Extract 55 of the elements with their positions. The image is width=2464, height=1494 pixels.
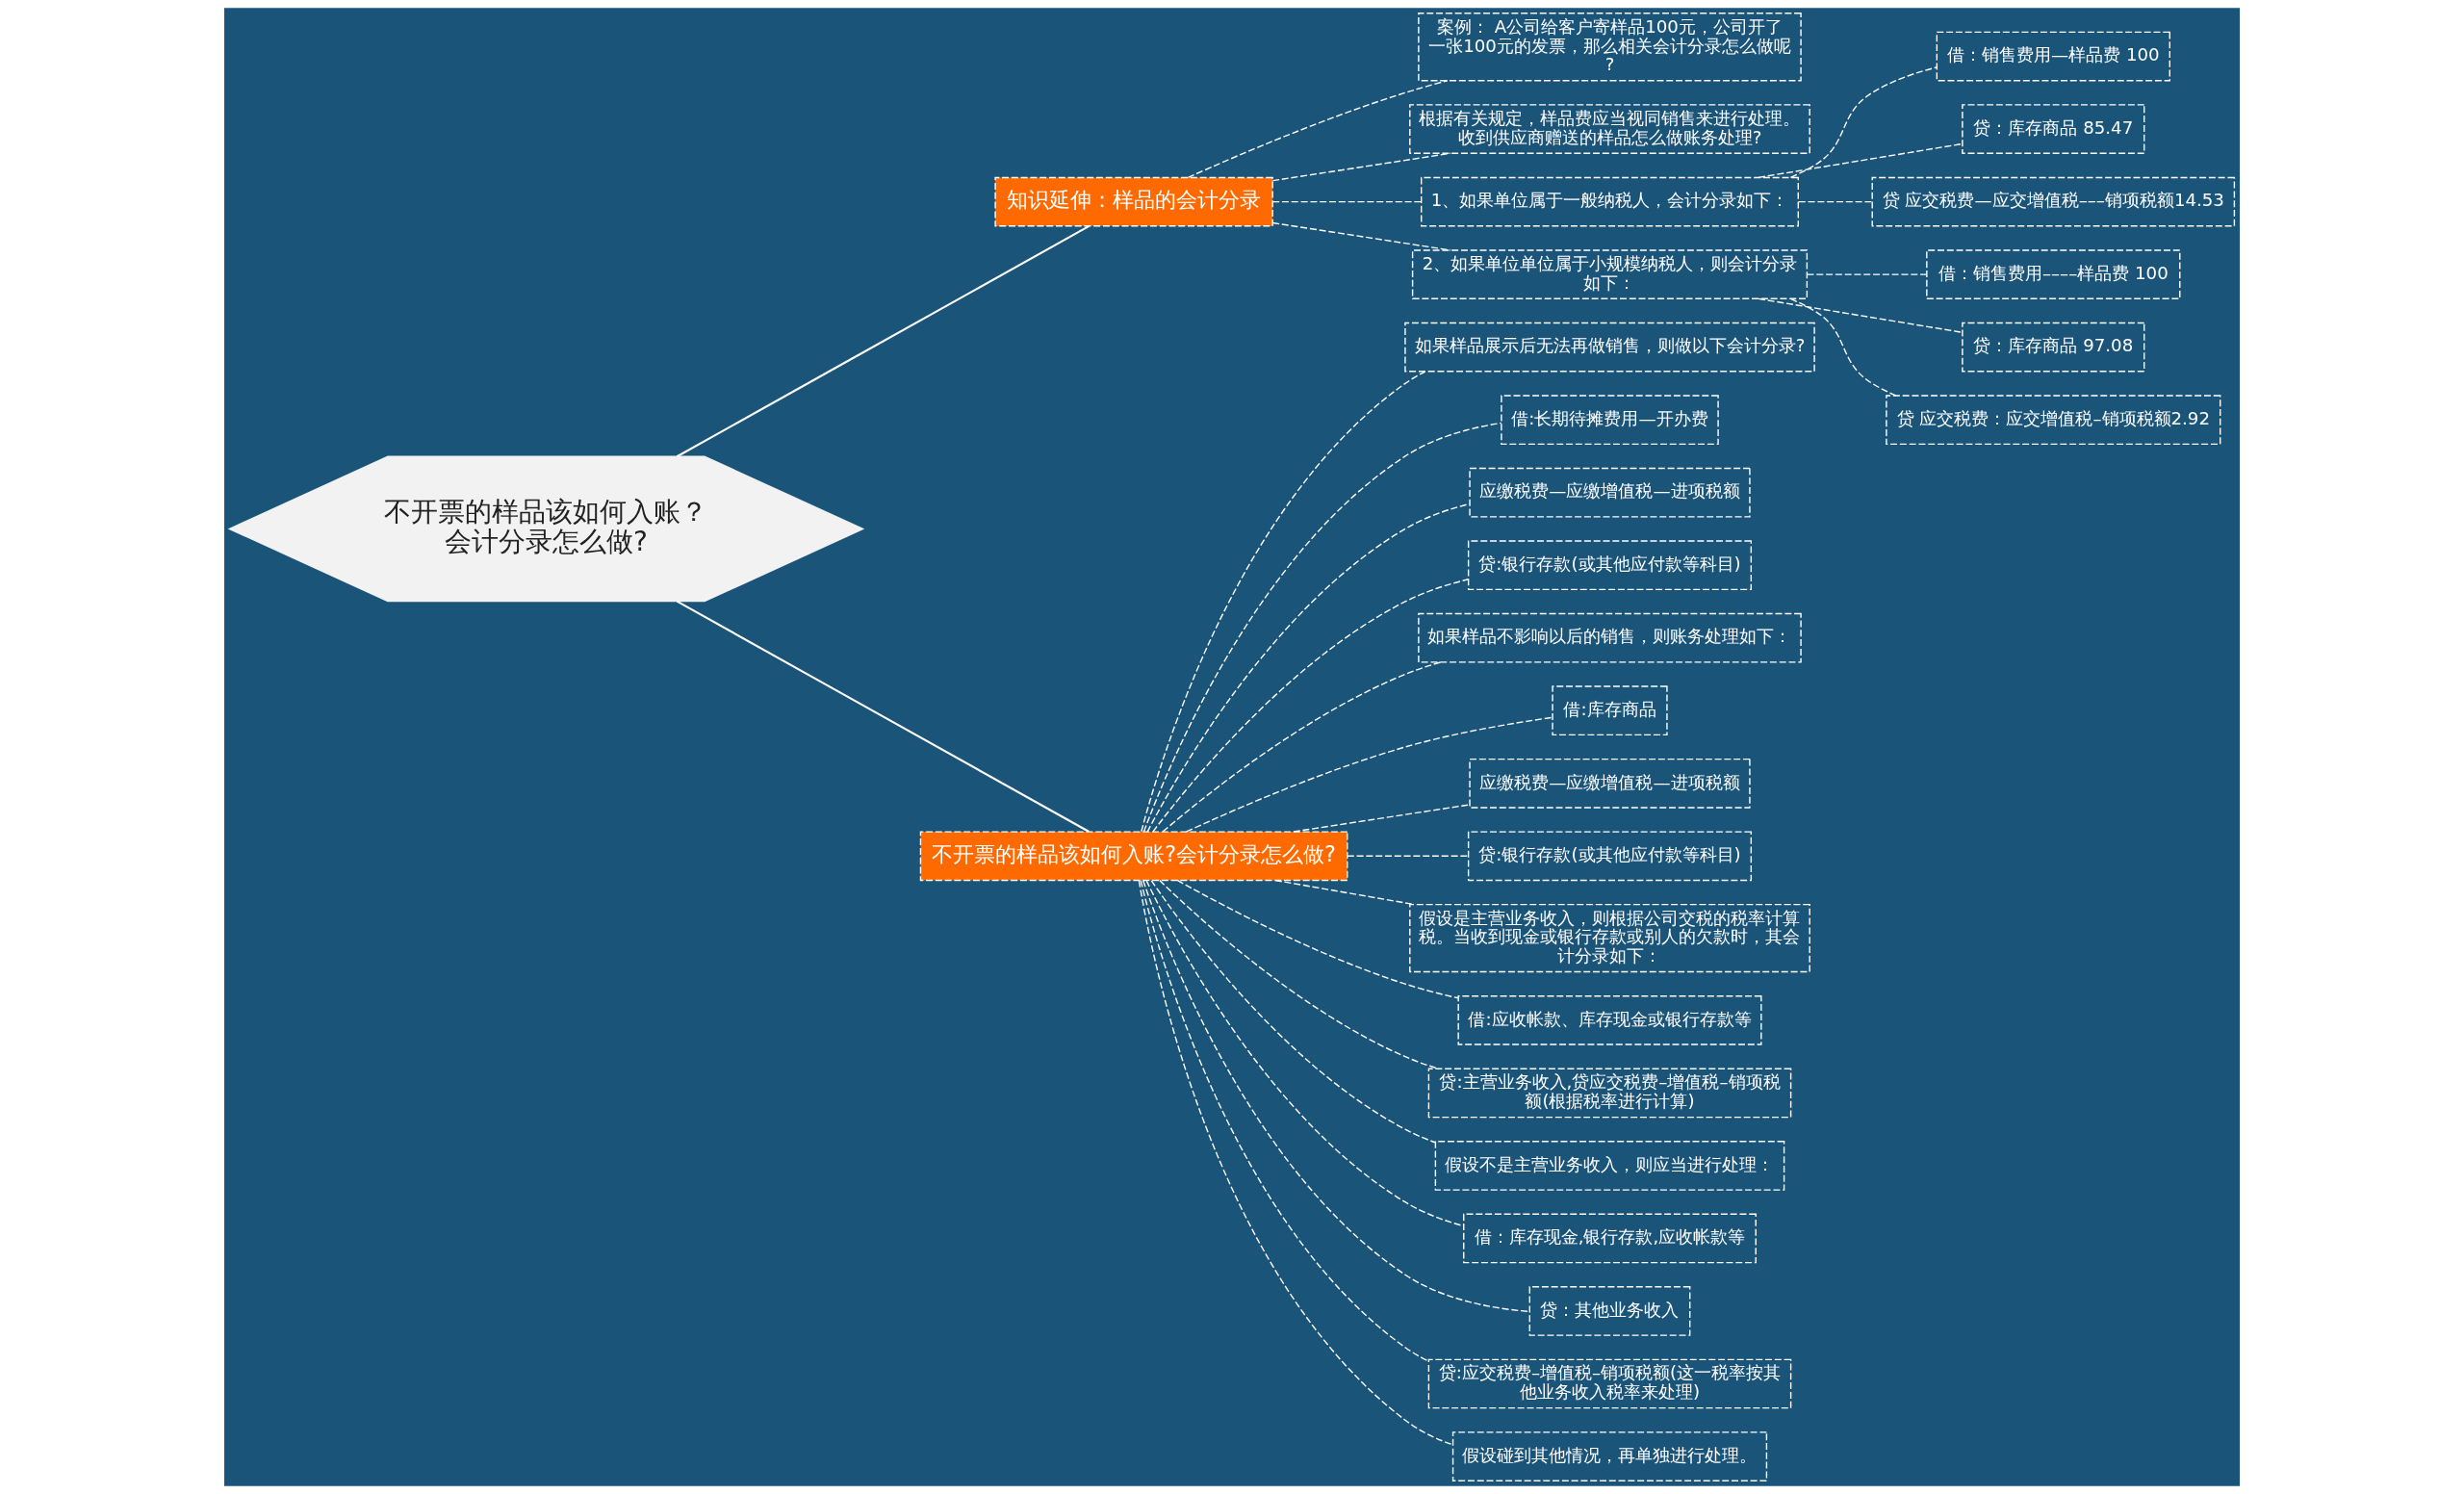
- node-box: 不开票的样品该如何入账?会计分录怎么做?: [919, 831, 1348, 882]
- node-box: 贷：库存商品 97.08: [1962, 322, 2145, 373]
- node-box: 假设碰到其他情况，再单独进行处理。: [1451, 1431, 1768, 1481]
- connector: [1293, 804, 1471, 833]
- node-box: 知识延伸：样品的会计分录: [994, 176, 1273, 227]
- node-box: 借:库存商品: [1552, 685, 1668, 736]
- connector: [1185, 716, 1553, 833]
- connector: [1271, 221, 1451, 251]
- connector: [1159, 879, 1439, 1069]
- connector: [1176, 879, 1459, 999]
- connector: [1142, 422, 1502, 833]
- node-box: 借：库存现金,银行存款,应收帐款等: [1463, 1213, 1757, 1264]
- node-box: 贷：其他业务收入: [1528, 1286, 1691, 1336]
- node-box: 2、如果单位单位属于小规模纳税人，则会计分录如下：: [1411, 249, 1809, 299]
- connector: [1138, 880, 1453, 1446]
- node-box: 贷:主营业务收入,贷应交税费–增值税–销项税额(根据税率进行计算): [1427, 1068, 1792, 1119]
- node-box: 借:应收帐款、库存现金或银行存款等: [1457, 995, 1762, 1045]
- node-box: 贷：库存商品 85.47: [1962, 104, 2145, 154]
- node-box: 借：销售费用––––样品费 100: [1926, 249, 2181, 299]
- connector: [1806, 273, 1927, 275]
- node-box: 贷 应交税费—应交增值税–––销项税额14.53: [1871, 176, 2236, 227]
- connector: [1140, 879, 1429, 1362]
- connector: [1789, 297, 1897, 397]
- node-box: 贷 应交税费：应交增值税–销项税额2.92: [1886, 395, 2221, 446]
- node-box: 根据有关规定，样品费应当视同销售来进行处理。收到供应商赠送的样品怎么做账务处理?: [1409, 104, 1810, 154]
- node-box: 1、如果单位属于一般纳税人，会计分录如下：: [1421, 176, 1799, 227]
- connector: [1162, 661, 1442, 833]
- connector: [1152, 579, 1470, 833]
- node-box: 假设不是主营业务收入，则应当进行处理：: [1434, 1141, 1785, 1191]
- node-box: 如果样品不影响以后的销售，则账务处理如下：: [1418, 612, 1802, 663]
- node-box: 借:长期待摊费用—开办费: [1501, 395, 1719, 446]
- connector: [1789, 66, 1938, 178]
- connector: [1271, 152, 1451, 182]
- connector: [1141, 371, 1426, 833]
- connector: [1146, 502, 1471, 833]
- node-box: 假设是主营业务收入，则根据公司交税的税率计算税。当收到现金或银行存款或别人的欠款时，其会计分录如下：: [1409, 903, 1810, 973]
- node-box: 如果样品展示后无法再做销售，则做以下会计分录?: [1404, 322, 1815, 373]
- node-box: 贷:银行存款(或其他应付款等科目): [1467, 831, 1753, 882]
- node-box: 借：销售费用—样品费 100: [1936, 31, 2170, 82]
- connector: [1187, 80, 1449, 179]
- node-box: 贷:应交税费–增值税–销项税额(这一税率按其他业务收入税率来处理): [1427, 1358, 1792, 1409]
- node-box: 案例： A公司给客户寄样品100元，公司开了一张100元的发票，那么相关会计分录怎么做呢?: [1418, 13, 1802, 82]
- connector: [1150, 880, 1436, 1144]
- connector: [1271, 200, 1423, 203]
- connector: [676, 600, 1090, 833]
- connector: [1758, 142, 1964, 179]
- node-box: 贷:银行存款(或其他应付款等科目): [1467, 540, 1753, 591]
- node-box: 应缴税费—应缴增值税—进项税额: [1469, 467, 1751, 518]
- connector: [676, 225, 1090, 458]
- connector: [1347, 855, 1469, 857]
- connector: [1142, 879, 1530, 1313]
- connector: [1145, 880, 1465, 1227]
- connector: [1798, 200, 1873, 203]
- node-box: 应缴税费—应缴增值税—进项税额: [1469, 758, 1751, 809]
- connector: [1758, 297, 1964, 333]
